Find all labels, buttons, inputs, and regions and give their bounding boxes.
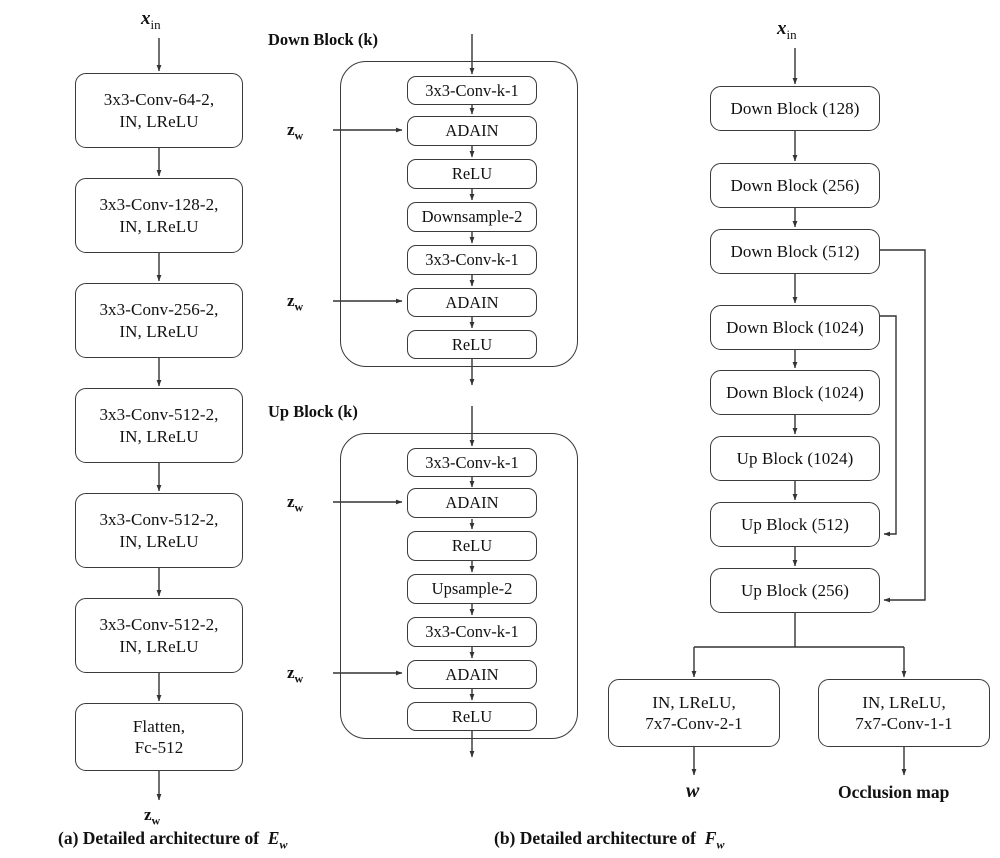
down-layer-relu-2[interactable]: ReLU: [407, 330, 537, 359]
fw-down-block-128[interactable]: Down Block (128): [710, 86, 880, 131]
panel-a-input-label: xin: [141, 8, 161, 32]
fw-head-w[interactable]: IN, LReLU, 7x7-Conv-2-1: [608, 679, 780, 747]
block-line-1: 3x3-Conv-256-2,: [99, 300, 219, 320]
block-line-2: IN, LReLU: [119, 321, 199, 341]
head-line-1: IN, LReLU,: [652, 692, 736, 712]
conv-block-1[interactable]: 3x3-Conv-64-2, IN, LReLU: [75, 73, 243, 148]
block-line-2: IN, LReLU: [119, 216, 199, 236]
panel-b-caption: (b) Detailed architecture of Fw: [494, 828, 725, 852]
down-block-zw-label-1: zw: [287, 120, 304, 143]
up-layer-upsample[interactable]: Upsample-2: [407, 574, 537, 604]
up-layer-relu-1[interactable]: ReLU: [407, 531, 537, 561]
conv-block-2[interactable]: 3x3-Conv-128-2, IN, LReLU: [75, 178, 243, 253]
head-line-2: 7x7-Conv-1-1: [855, 714, 953, 733]
fw-up-block-512[interactable]: Up Block (512): [710, 502, 880, 547]
conv-block-6[interactable]: 3x3-Conv-512-2, IN, LReLU: [75, 598, 243, 673]
fw-down-block-1024-b[interactable]: Down Block (1024): [710, 370, 880, 415]
down-block-title: Down Block (k): [268, 30, 379, 49]
block-line-2: Fc-512: [134, 738, 184, 757]
fw-up-block-256[interactable]: Up Block (256): [710, 568, 880, 613]
down-layer-downsample[interactable]: Downsample-2: [407, 202, 537, 232]
down-block-zw-label-2: zw: [287, 291, 304, 314]
block-line-2: IN, LReLU: [119, 636, 199, 656]
up-layer-adain-1[interactable]: ADAIN: [407, 488, 537, 518]
conv-block-3[interactable]: 3x3-Conv-256-2, IN, LReLU: [75, 283, 243, 358]
up-layer-conv-2[interactable]: 3x3-Conv-k-1: [407, 617, 537, 647]
fw-down-block-1024-a[interactable]: Down Block (1024): [710, 305, 880, 350]
block-line-1: Flatten,: [132, 716, 186, 736]
block-line-1: 3x3-Conv-512-2,: [99, 615, 219, 635]
block-line-2: IN, LReLU: [119, 426, 199, 446]
up-layer-adain-2[interactable]: ADAIN: [407, 660, 537, 689]
flatten-fc-block[interactable]: Flatten, Fc-512: [75, 703, 243, 771]
output-occlusion-label: Occlusion map: [838, 782, 950, 802]
up-layer-relu-2[interactable]: ReLU: [407, 702, 537, 731]
panel-a-caption: (a) Detailed architecture of Ew: [58, 828, 288, 852]
down-layer-relu-1[interactable]: ReLU: [407, 159, 537, 189]
head-line-2: 7x7-Conv-2-1: [645, 714, 743, 733]
up-block-zw-label-1: zw: [287, 492, 304, 515]
block-line-1: 3x3-Conv-64-2,: [103, 90, 215, 110]
conv-block-5[interactable]: 3x3-Conv-512-2, IN, LReLU: [75, 493, 243, 568]
panel-b-input-label: xin: [777, 18, 797, 42]
fw-head-occlusion[interactable]: IN, LReLU, 7x7-Conv-1-1: [818, 679, 990, 747]
panel-a-output-label: zw: [144, 805, 161, 828]
down-layer-adain-2[interactable]: ADAIN: [407, 288, 537, 317]
up-block-container: [340, 433, 578, 739]
block-line-2: IN, LReLU: [119, 111, 199, 131]
conv-block-4[interactable]: 3x3-Conv-512-2, IN, LReLU: [75, 388, 243, 463]
down-block-container: [340, 61, 578, 367]
up-block-title: Up Block (k): [268, 402, 358, 421]
down-layer-adain-1[interactable]: ADAIN: [407, 116, 537, 146]
down-layer-conv-1[interactable]: 3x3-Conv-k-1: [407, 76, 537, 105]
fw-down-block-512[interactable]: Down Block (512): [710, 229, 880, 274]
output-w-label: w: [686, 780, 700, 802]
up-block-zw-label-2: zw: [287, 663, 304, 686]
up-layer-conv-1[interactable]: 3x3-Conv-k-1: [407, 448, 537, 477]
head-line-1: IN, LReLU,: [862, 692, 946, 712]
fw-up-block-1024[interactable]: Up Block (1024): [710, 436, 880, 481]
down-layer-conv-2[interactable]: 3x3-Conv-k-1: [407, 245, 537, 275]
fw-down-block-256[interactable]: Down Block (256): [710, 163, 880, 208]
block-line-2: IN, LReLU: [119, 531, 199, 551]
block-line-1: 3x3-Conv-512-2,: [99, 405, 219, 425]
block-line-1: 3x3-Conv-512-2,: [99, 510, 219, 530]
block-line-1: 3x3-Conv-128-2,: [99, 195, 219, 215]
